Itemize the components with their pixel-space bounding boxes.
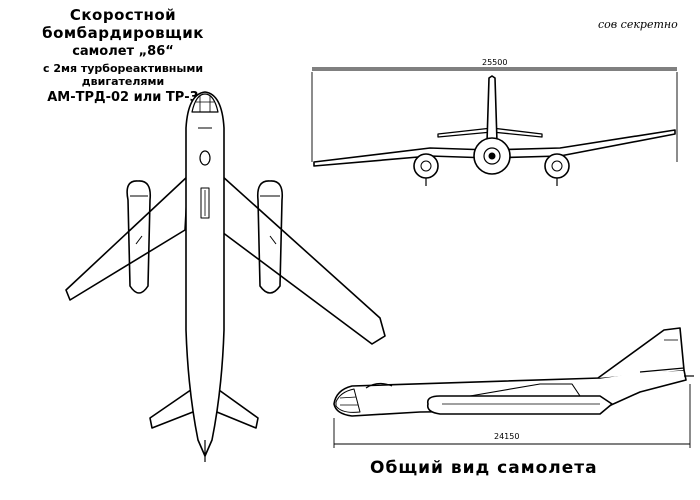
secrecy-stamp: сов секретно: [598, 18, 678, 31]
side-stabilizer: [639, 367, 685, 373]
plan-nose-glazing: [191, 93, 219, 113]
plan-right-wing: [221, 175, 386, 345]
span-dimension-label: 25500: [482, 58, 508, 67]
side-view: [333, 327, 694, 448]
plan-view: [65, 91, 386, 462]
front-wing: [313, 129, 676, 167]
side-fin: [597, 327, 685, 379]
front-view: [311, 67, 678, 186]
front-fin: [486, 75, 498, 143]
plan-right-nacelle: [256, 180, 284, 294]
plan-cockpit: [199, 150, 211, 166]
length-dimension-label: 24150: [494, 432, 520, 441]
title-block: Скоростной бомбардировщик самолет „86“ с…: [8, 6, 238, 105]
title-line-2: самолет „86“: [72, 44, 174, 59]
side-wing-root: [469, 383, 581, 397]
drawing-caption: Общий вид самолета: [370, 458, 598, 478]
plan-fuselage: [185, 91, 225, 457]
plan-left-nacelle: [126, 180, 152, 294]
side-engine-nacelle: [426, 395, 613, 415]
side-canopy: [365, 382, 393, 389]
title-line-4: АМ-ТРД-02 или ТР-3: [47, 90, 199, 105]
side-nose-glazing: [335, 388, 361, 413]
plan-bomb-bay: [200, 187, 210, 219]
title-line-3: с 2мя турбореактивными двигателями: [42, 62, 204, 88]
front-left-engine: [413, 153, 439, 179]
title-line-1: Скоростной бомбардировщик: [42, 6, 204, 42]
front-right-engine: [544, 153, 570, 179]
